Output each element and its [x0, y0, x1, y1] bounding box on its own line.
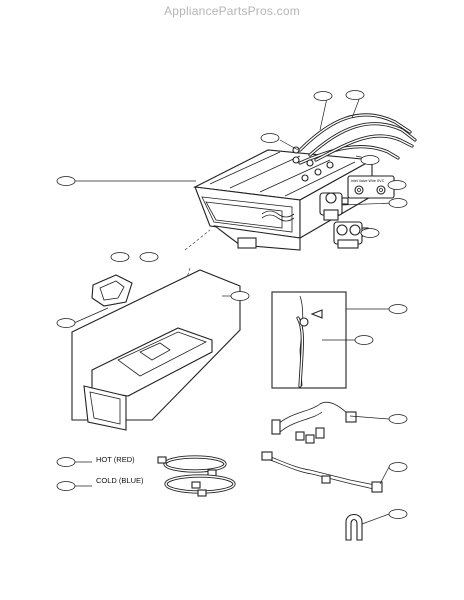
- dispenser-drawer: [71, 269, 241, 431]
- site-watermark: AppliancePartsPros.com: [164, 4, 300, 18]
- hose-clamp: [345, 513, 363, 541]
- inlet-hose-hot: [157, 455, 227, 477]
- water-inlet-valve-single: [319, 192, 349, 221]
- inlet-hoses-top: [292, 113, 417, 167]
- valve-plate-label: Inlet Valve Wire SVC: [351, 179, 385, 183]
- wire-harness-a: [271, 401, 357, 444]
- inlet-hose-cold: [164, 474, 236, 497]
- inlet-valve-plate: Inlet Valve Wire SVC: [347, 175, 395, 199]
- cold-hose-label: COLD (BLUE): [96, 476, 144, 485]
- softener-cap: [91, 274, 133, 307]
- hot-hose-label: HOT (RED): [96, 455, 135, 464]
- callout-ovals: [56, 90, 408, 519]
- wire-harness-b: [261, 451, 383, 493]
